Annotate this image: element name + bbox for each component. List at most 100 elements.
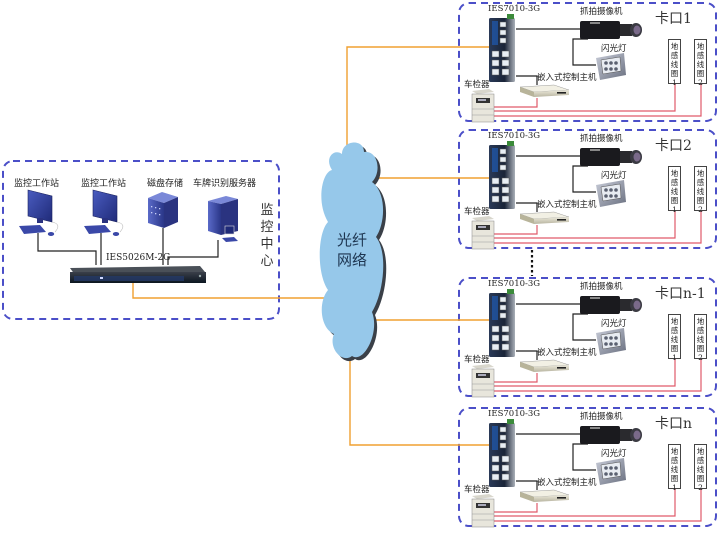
capture-camera <box>580 148 642 166</box>
flash-light <box>596 53 626 80</box>
coil-1-link <box>493 489 676 517</box>
flash-light <box>596 458 626 485</box>
station-name: 卡口n-1 <box>655 286 706 302</box>
flash-label: 闪光灯 <box>601 171 627 181</box>
coil-1-link <box>493 211 676 239</box>
ground-coil-2: 地感线圈2 <box>694 314 707 362</box>
monitoring-center-title-char: 中 <box>260 237 274 252</box>
ground-coil-2: 地感线圈2 <box>694 166 707 214</box>
ground-coil-1: 地感线圈1 <box>668 444 681 492</box>
detector-label: 车检器 <box>464 485 490 495</box>
flash-light <box>596 180 626 207</box>
detector-controller-link <box>493 225 538 235</box>
capture-camera <box>580 426 642 444</box>
station-name: 卡口2 <box>655 138 692 154</box>
workstation-2 <box>84 189 124 236</box>
flash-light <box>596 328 626 355</box>
station-3-devices <box>471 289 702 398</box>
coil-2-link <box>493 359 702 392</box>
coil-2-link <box>493 211 702 244</box>
station-1-border <box>458 2 717 122</box>
flash-label: 闪光灯 <box>601 44 627 54</box>
flash-trigger-link <box>572 313 596 341</box>
controller-label: 嵌入式控制主机 <box>537 478 597 488</box>
industrial-switch-ies7010 <box>489 289 515 357</box>
detector-label: 车检器 <box>464 207 490 217</box>
fiber-link-station-n <box>349 360 489 446</box>
fiber-link-center-inner <box>132 283 279 299</box>
detector-label: 车检器 <box>464 355 490 365</box>
coil-2-link <box>493 489 702 522</box>
disk-storage-label: 磁盘存储 <box>147 179 184 189</box>
station-name: 卡口1 <box>655 11 692 27</box>
station-switch-label: IES7010-3G <box>488 131 541 141</box>
embedded-controller <box>519 211 570 224</box>
core-switch-ies5026m <box>70 266 206 283</box>
controller-label: 嵌入式控制主机 <box>537 73 597 83</box>
disk-storage <box>148 192 178 228</box>
ground-coil-2: 地感线圈2 <box>694 444 707 492</box>
camera-label: 抓拍摄像机 <box>580 282 623 292</box>
industrial-switch-ies7010 <box>489 14 515 82</box>
station-2-devices <box>471 141 702 250</box>
camera-label: 抓拍摄像机 <box>580 412 623 422</box>
ground-coil-1: 地感线圈1 <box>668 39 681 87</box>
cloud-body <box>319 142 384 359</box>
ground-coil-1: 地感线圈1 <box>668 166 681 214</box>
station-switch-label: IES7010-3G <box>488 409 541 419</box>
plate-recognition-server-label: 车牌识别服务器 <box>193 179 257 189</box>
cloud-label-line1: 光纤 <box>336 231 367 249</box>
coil-1-link <box>493 359 676 387</box>
vehicle-detector <box>471 364 495 398</box>
fiber-link-station-1 <box>346 46 489 155</box>
flash-label: 闪光灯 <box>601 319 627 329</box>
cloud-label-line2: 网络 <box>336 251 367 269</box>
flash-trigger-link <box>572 165 596 193</box>
station-name: 卡口n <box>655 416 693 432</box>
flash-trigger-link <box>572 443 596 471</box>
center-ethernet-links <box>37 228 219 265</box>
fiber-network-cloud <box>319 142 387 362</box>
monitoring-center-title-char: 控 <box>260 220 274 235</box>
monitoring-center-title-char: 监 <box>260 203 274 218</box>
detector-controller-link <box>493 503 538 513</box>
monitoring-center-group <box>2 160 280 320</box>
detector-label: 车检器 <box>464 80 490 90</box>
monitoring-center-title: 监控中心 <box>260 202 274 270</box>
detector-controller-link <box>493 98 538 108</box>
camera-label: 抓拍摄像机 <box>580 7 623 17</box>
camera-label: 抓拍摄像机 <box>580 134 623 144</box>
workstation-1-label: 监控工作站 <box>14 179 60 189</box>
vehicle-detector <box>471 89 495 123</box>
controller-label: 嵌入式控制主机 <box>537 200 597 210</box>
station-1-devices <box>471 14 702 123</box>
station-switch-label: IES7010-3G <box>488 279 541 289</box>
station-2-border <box>458 129 717 249</box>
industrial-switch-ies7010 <box>489 419 515 487</box>
detector-controller-link <box>493 373 538 383</box>
monitoring-center-title-char: 心 <box>260 254 274 269</box>
industrial-switch-ies7010 <box>489 141 515 209</box>
station-4-devices <box>471 419 702 528</box>
station-switch-label: IES7010-3G <box>488 4 541 14</box>
core-switch-label: IES5026M-2G <box>106 253 171 263</box>
monitoring-center-border <box>2 160 280 320</box>
embedded-controller <box>519 489 570 502</box>
embedded-controller <box>519 84 570 97</box>
coil-1-link <box>493 84 676 112</box>
controller-ethernet-link <box>516 350 538 360</box>
ground-coil-2: 地感线圈2 <box>694 39 707 87</box>
coil-2-link <box>493 84 702 117</box>
controller-ethernet-link <box>516 480 538 490</box>
flash-trigger-link <box>572 38 596 66</box>
controller-ethernet-link <box>516 202 538 212</box>
cloud-label: 光纤 网络 <box>322 230 382 270</box>
embedded-controller <box>519 359 570 372</box>
vehicle-detector <box>471 216 495 250</box>
plate-recognition-server <box>208 196 238 242</box>
workstation-1 <box>19 189 59 236</box>
vehicle-detector <box>471 494 495 528</box>
fiber-links <box>132 46 489 446</box>
